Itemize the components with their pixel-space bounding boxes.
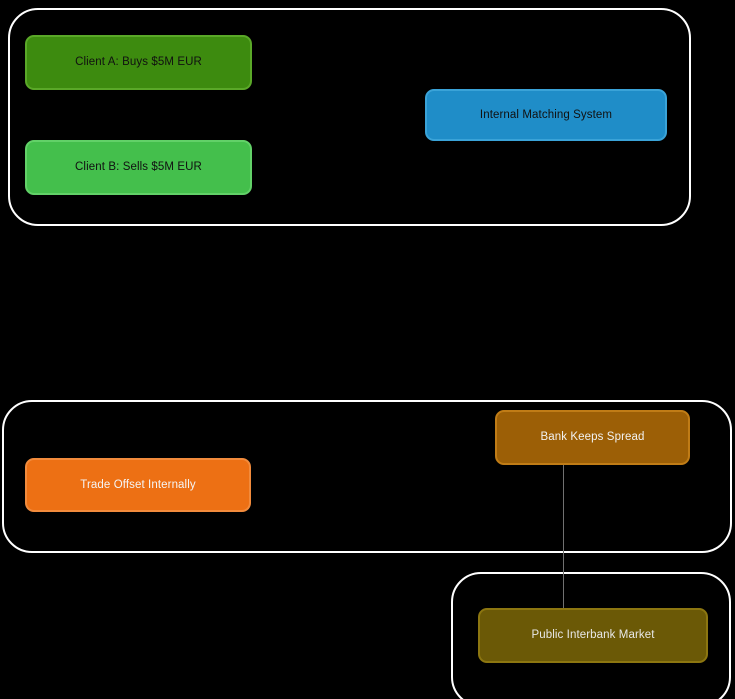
node-internal-matching-system-label: Internal Matching System — [479, 108, 613, 121]
node-bank-keeps-spread[interactable]: Bank Keeps Spread — [495, 410, 690, 465]
node-public-interbank-market-label: Public Interbank Market — [531, 629, 655, 642]
node-bank-keeps-spread-label: Bank Keeps Spread — [540, 431, 645, 444]
group-internalisation — [2, 400, 732, 553]
connector-spread-to-interbank — [563, 465, 564, 611]
node-public-interbank-market[interactable]: Public Interbank Market — [478, 608, 708, 663]
node-internal-matching-system[interactable]: Internal Matching System — [425, 89, 667, 141]
group-client-flow — [8, 8, 691, 226]
node-client-a[interactable]: Client A: Buys $5M EUR — [25, 35, 252, 90]
node-client-a-label: Client A: Buys $5M EUR — [75, 56, 202, 69]
node-client-b-label: Client B: Sells $5M EUR — [75, 161, 202, 174]
group-external-market — [451, 572, 731, 699]
node-client-b[interactable]: Client B: Sells $5M EUR — [25, 140, 252, 195]
node-trade-offset-internally-label: Trade Offset Internally — [80, 478, 196, 491]
node-trade-offset-internally[interactable]: Trade Offset Internally — [25, 458, 251, 512]
